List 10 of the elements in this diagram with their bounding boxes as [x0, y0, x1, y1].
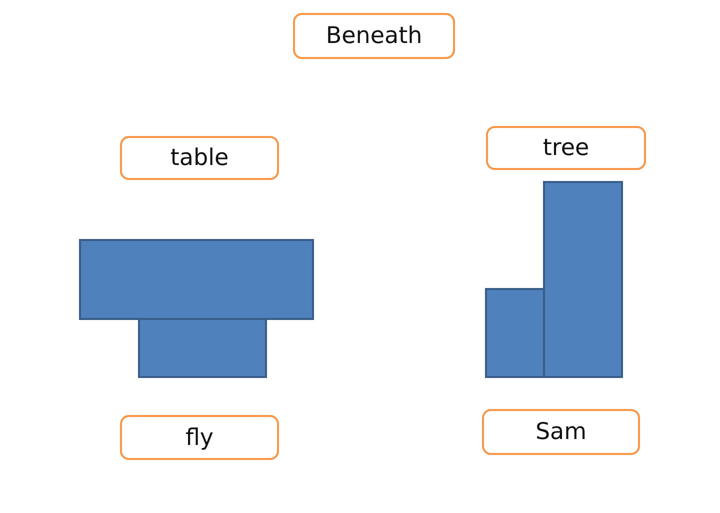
- label-box: [486, 126, 646, 170]
- word-label: table: [170, 145, 229, 171]
- word-label: fly: [185, 424, 214, 450]
- label-box: [120, 415, 279, 460]
- label-box: [120, 136, 279, 180]
- word-label: tree: [542, 135, 590, 161]
- word-label: Beneath: [326, 23, 422, 49]
- label-box: [482, 409, 640, 455]
- label-box: [293, 13, 455, 59]
- word-label: Sam: [535, 419, 587, 445]
